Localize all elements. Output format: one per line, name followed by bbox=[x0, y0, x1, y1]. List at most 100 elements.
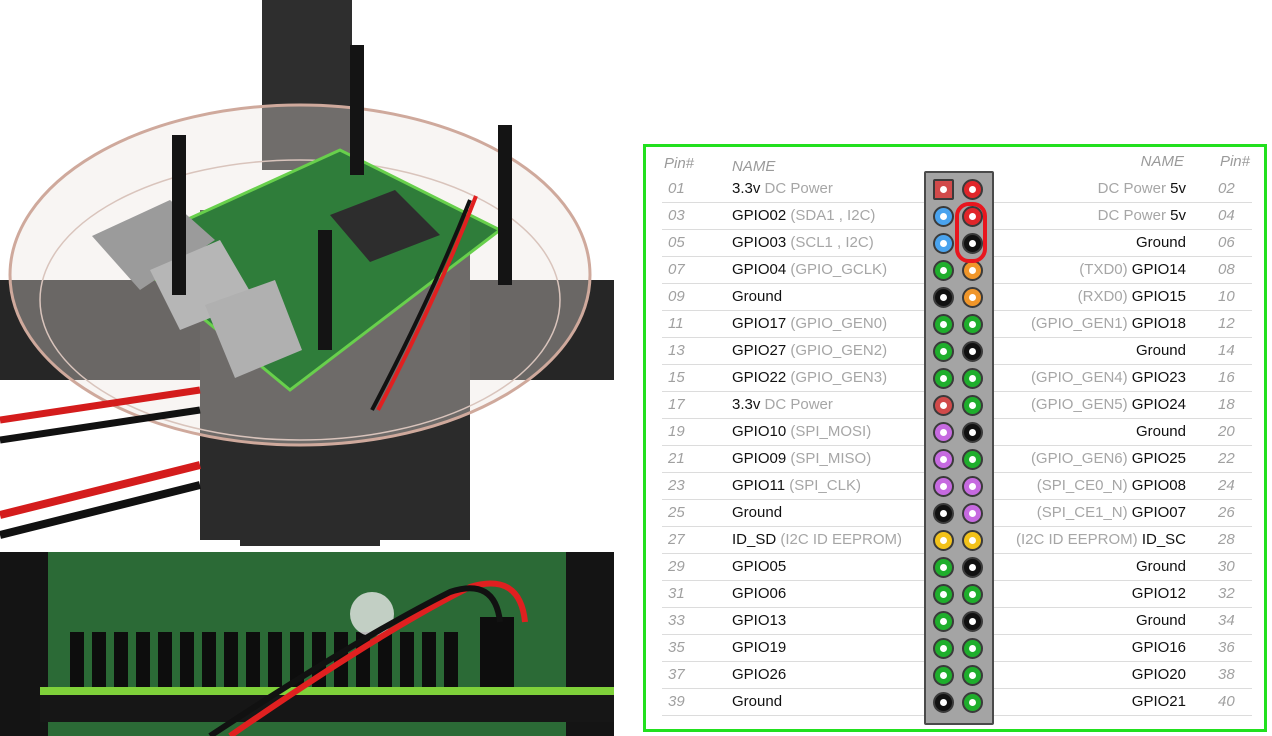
pin-dot-13 bbox=[933, 341, 954, 362]
pin-name-main: Ground bbox=[1135, 423, 1186, 440]
pin-name-right: Ground bbox=[1136, 342, 1186, 359]
row-divider bbox=[662, 607, 924, 608]
pin-name-right: (GPIO_GEN1) GPIO18 bbox=[1031, 315, 1186, 332]
pin-row: 09 Ground (RXD0) GPIO15 10 bbox=[646, 284, 1264, 311]
row-divider bbox=[994, 202, 1252, 203]
pin-number-left: 29 bbox=[668, 558, 685, 575]
pin-dot-10 bbox=[962, 287, 983, 308]
pin-name-main: GPIO21 bbox=[1131, 693, 1186, 710]
pin-name-main: GPIO02 bbox=[732, 207, 787, 224]
row-divider bbox=[662, 472, 924, 473]
pin-name-main: GPIO16 bbox=[1131, 639, 1186, 656]
pin-dot-19 bbox=[933, 422, 954, 443]
pin-dot-17 bbox=[933, 395, 954, 416]
header-pin-right: Pin# bbox=[1219, 153, 1250, 170]
row-divider bbox=[662, 256, 924, 257]
header-pin-left: Pin# bbox=[664, 155, 695, 172]
pin-number-left: 09 bbox=[668, 288, 685, 305]
pin-name-main: Ground bbox=[1135, 558, 1186, 575]
row-divider bbox=[994, 688, 1252, 689]
pin-dot-27 bbox=[933, 530, 954, 551]
row-divider bbox=[994, 391, 1252, 392]
row-divider bbox=[994, 553, 1252, 554]
pin-name-main: Ground bbox=[1135, 342, 1186, 359]
pin-number-right: 34 bbox=[1218, 612, 1235, 629]
row-divider bbox=[662, 337, 924, 338]
row-divider bbox=[662, 715, 924, 716]
pin-name-right: DC Power 5v bbox=[1098, 207, 1186, 224]
pin-dot-32 bbox=[962, 584, 983, 605]
pin-name-left: Ground bbox=[732, 288, 782, 305]
row-divider bbox=[994, 661, 1252, 662]
pin-name-left: ID_SD (I2C ID EEPROM) bbox=[732, 531, 902, 548]
pin-name-main: GPIO27 bbox=[732, 342, 787, 359]
pin-function: (GPIO_GEN5) bbox=[1030, 396, 1132, 413]
row-divider bbox=[662, 661, 924, 662]
pin-name-main: Ground bbox=[732, 693, 783, 710]
pin-name-left: GPIO10 (SPI_MOSI) bbox=[732, 423, 871, 440]
pin-name-right: (RXD0) GPIO15 bbox=[1078, 288, 1186, 305]
pin-number-right: 04 bbox=[1218, 207, 1235, 224]
pin-name-left: GPIO11 (SPI_CLK) bbox=[732, 477, 861, 494]
pin-number-right: 10 bbox=[1218, 288, 1235, 305]
pin-name-right: Ground bbox=[1136, 612, 1186, 629]
row-divider bbox=[662, 688, 924, 689]
pin-function: (SDA1 , I2C) bbox=[786, 207, 876, 224]
pin-name-left: 3.3v DC Power bbox=[732, 396, 833, 413]
row-divider bbox=[994, 607, 1252, 608]
pin-dot-39 bbox=[933, 692, 954, 713]
pin-name-main: Ground bbox=[732, 504, 783, 521]
pin-name-left: GPIO09 (SPI_MISO) bbox=[732, 450, 871, 467]
pin-dot-20 bbox=[962, 422, 983, 443]
drone-raspberry-pi-photo bbox=[0, 0, 614, 546]
pin-name-main: 3.3v bbox=[732, 180, 761, 197]
pin-name-left: GPIO06 bbox=[732, 585, 786, 602]
pin-dot-25 bbox=[933, 503, 954, 524]
pin-number-right: 16 bbox=[1218, 369, 1235, 386]
pin-dot-28 bbox=[962, 530, 983, 551]
pin-number-left: 19 bbox=[668, 423, 685, 440]
row-divider bbox=[994, 364, 1252, 365]
pin-name-main: GPIO14 bbox=[1131, 261, 1186, 278]
pin-name-right: (GPIO_GEN6) GPIO25 bbox=[1031, 450, 1186, 467]
pin-name-left: GPIO02 (SDA1 , I2C) bbox=[732, 207, 875, 224]
pin-dot-01 bbox=[933, 179, 954, 200]
pin-function: (RXD0) bbox=[1077, 288, 1132, 305]
row-divider bbox=[994, 580, 1252, 581]
row-divider bbox=[994, 526, 1252, 527]
pin-function: (GPIO_GEN0) bbox=[786, 315, 888, 332]
pin-name-right: DC Power 5v bbox=[1098, 180, 1186, 197]
row-divider bbox=[662, 580, 924, 581]
pin-dot-15 bbox=[933, 368, 954, 389]
pin-name-main: GPIO20 bbox=[1131, 666, 1186, 683]
pin-dot-31 bbox=[933, 584, 954, 605]
pin-name-main: GPIO03 bbox=[732, 234, 787, 251]
pin-function: (GPIO_GEN2) bbox=[786, 342, 888, 359]
pin-name-main: 3.3v bbox=[732, 396, 761, 413]
pin-dot-33 bbox=[933, 611, 954, 632]
pin-number-left: 17 bbox=[668, 396, 685, 413]
pin-number-left: 01 bbox=[668, 180, 685, 197]
pin-name-left: GPIO13 bbox=[732, 612, 786, 629]
pin-number-left: 15 bbox=[668, 369, 685, 386]
pin-dot-29 bbox=[933, 557, 954, 578]
pin-name-right: GPIO16 bbox=[1132, 639, 1186, 656]
drone-illustration bbox=[0, 0, 614, 546]
pin-dot-07 bbox=[933, 260, 954, 281]
pin-dot-34 bbox=[962, 611, 983, 632]
pin-name-main: GPIO26 bbox=[732, 666, 787, 683]
pin-number-left: 05 bbox=[668, 234, 685, 251]
pin-number-left: 23 bbox=[668, 477, 685, 494]
pin-function: (I2C ID EEPROM) bbox=[776, 531, 903, 548]
row-divider bbox=[994, 715, 1252, 716]
pin-name-main: GPIO09 bbox=[732, 450, 787, 467]
pin-name-main: GPIO24 bbox=[1131, 396, 1186, 413]
